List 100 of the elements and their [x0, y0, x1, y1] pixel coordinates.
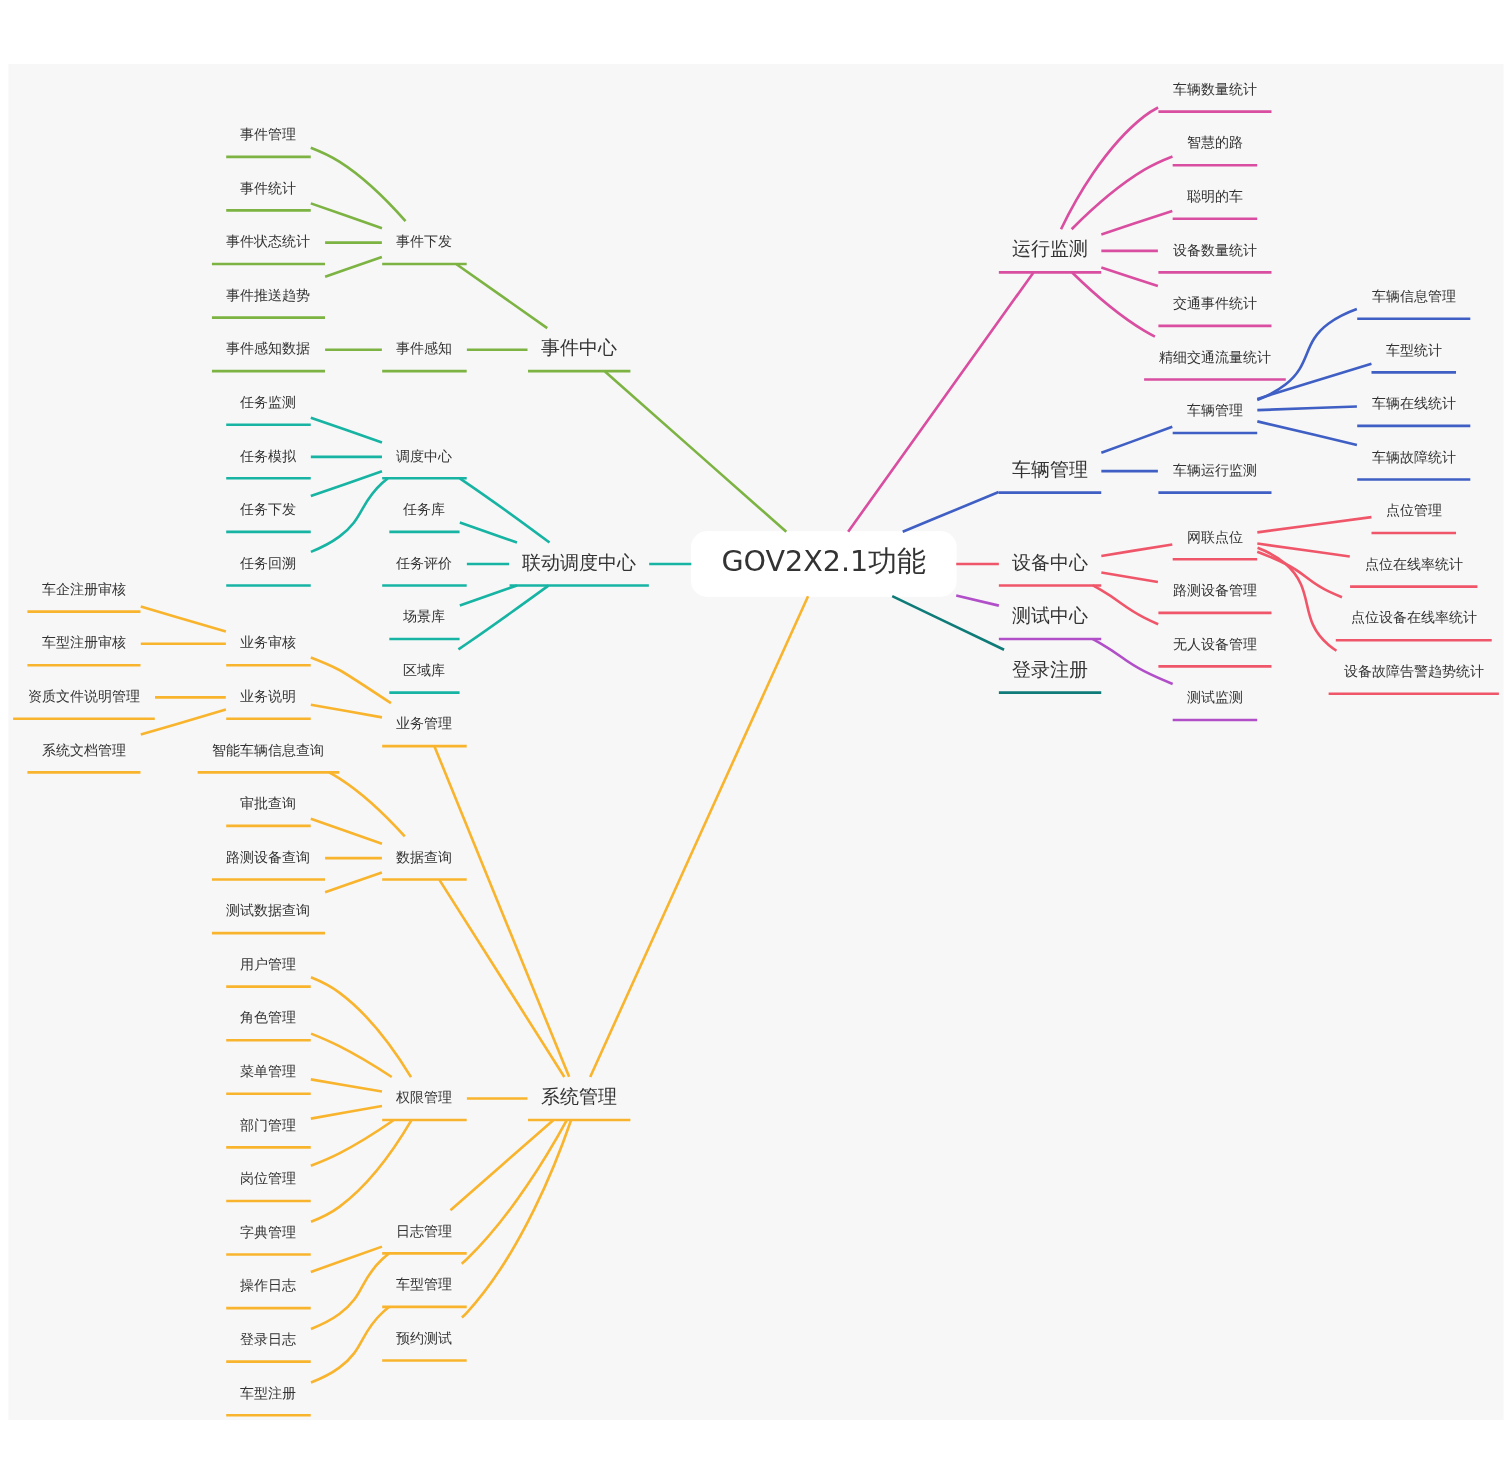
node-text: 车辆管理	[1012, 457, 1089, 480]
connector	[1100, 209, 1173, 236]
node-text: 事件感知数据	[226, 340, 311, 357]
node-text: 测试数据查询	[226, 902, 311, 919]
node-text: 车企注册审核	[41, 580, 126, 597]
node-text: 测试中心	[1012, 604, 1089, 627]
connector	[1256, 362, 1372, 401]
connector	[1100, 266, 1159, 288]
connector	[438, 879, 566, 1078]
node-text: 运行监测	[1012, 237, 1089, 260]
node-text: 菜单管理	[240, 1063, 297, 1080]
connector	[1257, 515, 1372, 534]
node-text: 设备中心	[1012, 550, 1089, 573]
node-text: 字典管理	[240, 1223, 297, 1240]
connector	[310, 477, 389, 554]
node-text: 网联点位	[1186, 528, 1243, 545]
connector	[1092, 637, 1174, 686]
node-text: 车型注册审核	[41, 634, 126, 651]
node-text: 车型管理	[396, 1276, 453, 1293]
connector	[1257, 546, 1338, 652]
node-text: 登录注册	[1012, 657, 1089, 680]
node-text: 车型统计	[1385, 341, 1442, 358]
connector	[604, 370, 788, 533]
connector	[310, 976, 413, 1078]
node-text: 场景库	[403, 608, 446, 625]
node-text: 交通事件统计	[1172, 295, 1257, 312]
node-text: 日志管理	[396, 1222, 453, 1239]
node-box: GOV2X2.1功能	[691, 531, 957, 597]
connector	[310, 1032, 393, 1079]
node-text: 任务监测	[240, 393, 297, 410]
connector	[460, 1119, 568, 1265]
connector	[140, 605, 227, 633]
connector	[1101, 571, 1159, 584]
node-text: 区域库	[403, 661, 446, 678]
connector	[466, 1097, 528, 1100]
connector	[310, 416, 383, 444]
node-text: 车辆在线统计	[1371, 395, 1456, 412]
connector	[1257, 405, 1357, 412]
node-text: 测试监测	[1186, 689, 1243, 706]
connector	[310, 1078, 383, 1093]
node-text: 业务审核	[240, 634, 297, 651]
connector	[1059, 106, 1159, 230]
connector	[466, 562, 510, 566]
node-text: 聪明的车	[1186, 188, 1243, 205]
connector	[1257, 420, 1358, 447]
node-text: 调度中心	[396, 447, 453, 464]
node-text: 车辆运行监测	[1172, 461, 1257, 478]
connector	[155, 696, 226, 699]
connector	[455, 263, 548, 330]
connector	[310, 1252, 390, 1331]
node-text: 事件推送趋势	[226, 286, 311, 303]
connector	[1101, 543, 1173, 558]
connector	[310, 703, 383, 719]
node-text: 车辆故障统计	[1371, 448, 1456, 465]
node-text: 点位在线率统计	[1364, 555, 1463, 572]
node-text: 资质文件说明管理	[27, 688, 140, 705]
node-text: 操作日志	[240, 1277, 297, 1294]
connector	[955, 594, 1000, 607]
connector	[310, 470, 383, 498]
connector	[310, 202, 383, 230]
connector	[310, 455, 382, 459]
connector	[324, 871, 383, 894]
node-text: 事件感知	[396, 340, 453, 357]
connector	[459, 477, 551, 544]
connector	[310, 1306, 390, 1384]
node-text: 点位管理	[1385, 502, 1442, 519]
connector	[589, 595, 810, 1078]
node-text: 智慧的路	[1186, 134, 1243, 151]
connector	[325, 856, 382, 860]
connector	[328, 771, 406, 838]
connector	[891, 594, 1005, 651]
connector	[1071, 271, 1156, 338]
node-text: 点位设备在线率统计	[1350, 609, 1477, 626]
connector	[649, 562, 692, 566]
connector	[459, 584, 518, 607]
node-text: 事件统计	[240, 179, 297, 196]
node-text: 任务回溯	[240, 554, 297, 571]
connector	[1092, 584, 1159, 626]
connector	[466, 348, 528, 352]
connector	[956, 562, 999, 566]
node-text: 智能车辆信息查询	[212, 741, 325, 758]
node-text: 部门管理	[240, 1116, 297, 1133]
node-text: 登录日志	[240, 1330, 297, 1347]
node-text: 数据查询	[396, 848, 453, 865]
node-text: 精细交通流量统计	[1158, 348, 1271, 365]
node-text: 审批查询	[240, 795, 297, 812]
connector	[324, 255, 383, 279]
connector	[310, 146, 407, 222]
node-text: 事件下发	[396, 233, 453, 250]
connector	[325, 241, 382, 244]
connector	[140, 708, 227, 736]
connector	[1101, 469, 1158, 473]
connector	[461, 1119, 573, 1319]
connector	[1100, 425, 1173, 455]
node-text: 任务评价	[396, 554, 453, 571]
node-text: 角色管理	[240, 1009, 297, 1026]
node-text: 系统管理	[541, 1085, 618, 1108]
node-text: 任务模拟	[240, 447, 297, 464]
node-text: 车辆信息管理	[1371, 288, 1456, 305]
connector	[1070, 155, 1173, 231]
